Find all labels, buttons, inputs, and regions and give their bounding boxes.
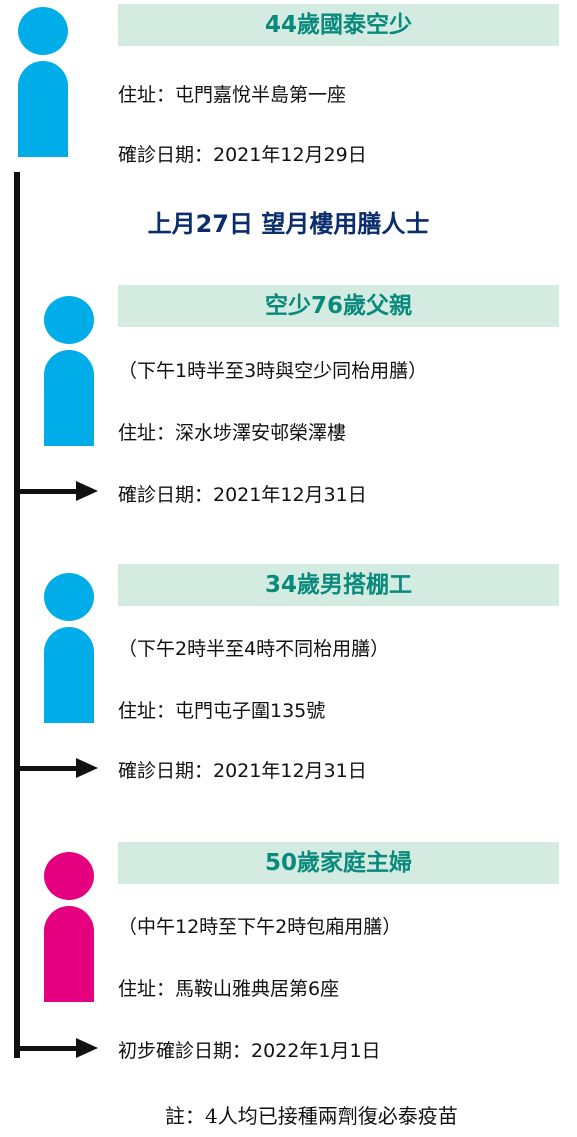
case2-time: （下午1時半至3時與空少同枱用膳） <box>118 360 428 382</box>
person-body <box>44 350 94 446</box>
case4-address: 住址：馬鞍山雅典居第6座 <box>118 978 340 1000</box>
person-body <box>18 61 68 157</box>
restaurant-heading: 上月27日 望月樓用膳人士 <box>147 210 430 238</box>
case3-title: 34歲男搭棚工 <box>118 564 559 606</box>
arrow-shaft-case2 <box>14 489 76 494</box>
case4-date: 初步確診日期：2022年1月1日 <box>118 1040 381 1062</box>
person-body <box>44 627 94 723</box>
case2-address: 住址：深水埗澤安邨榮澤樓 <box>118 422 347 444</box>
case1-address: 住址：屯門嘉悅半島第一座 <box>118 84 347 106</box>
arrow-shaft-case4 <box>14 1046 76 1051</box>
arrow-right-icon <box>76 1038 98 1058</box>
case3-date: 確診日期：2021年12月31日 <box>118 760 367 782</box>
case3-time: （下午2時半至4時不同枱用膳） <box>118 638 390 660</box>
arrow-shaft-case3 <box>14 766 76 771</box>
case4-title: 50歲家庭主婦 <box>118 842 559 884</box>
case1-title: 44歲國泰空少 <box>118 4 559 46</box>
person-head <box>44 852 94 900</box>
person-body <box>44 906 94 1002</box>
case2-date: 確診日期：2021年12月31日 <box>118 484 367 506</box>
person-head <box>18 7 68 55</box>
person-head <box>44 573 94 621</box>
case4-time: （中午12時至下午2時包廂用膳） <box>118 916 402 938</box>
arrow-right-icon <box>76 481 98 501</box>
case2-title: 空少76歲父親 <box>118 285 559 327</box>
case1-date: 確診日期：2021年12月29日 <box>118 144 367 166</box>
timeline-line <box>14 172 20 1058</box>
person-head <box>44 296 94 344</box>
arrow-right-icon <box>76 758 98 778</box>
case3-address: 住址：屯門屯子圍135號 <box>118 700 326 722</box>
vaccine-note: 註：4人均已接種兩劑復必泰疫苗 <box>165 1104 458 1128</box>
